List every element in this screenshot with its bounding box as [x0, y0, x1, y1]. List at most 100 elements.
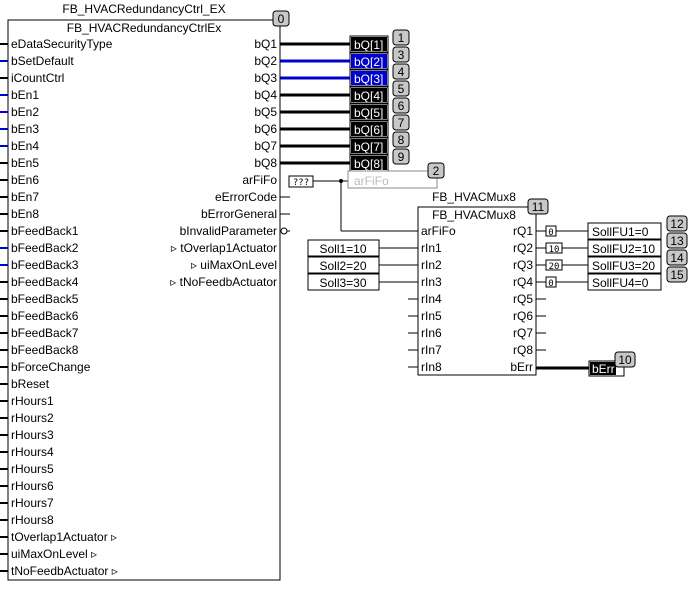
- negation-circle: [280, 227, 288, 235]
- main-input-pin-11: bFeedBack1: [11, 224, 79, 238]
- main-input-pin-5: bEn3: [11, 122, 39, 136]
- bq-box-1[interactable]: bQ[1]1: [349, 29, 410, 53]
- bq-box-fill: [351, 37, 387, 51]
- main-output-pin-13: ▹ uiMaxOnLevel: [191, 258, 277, 272]
- bq-box-fill: [351, 139, 387, 153]
- main-input-pin-19: bForceChange: [11, 360, 91, 374]
- muxout-badge: [666, 266, 688, 283]
- soll-box-frame: [307, 256, 380, 274]
- mux-block-frame: [417, 206, 537, 376]
- berr-label: bErr: [592, 362, 615, 376]
- soll-box-1[interactable]: Soll1=10: [307, 239, 380, 257]
- bq-label-8: bQ[8]: [354, 157, 383, 171]
- main-block-instance: FB_HVACRedundancyCtrl_EX: [62, 2, 225, 16]
- mux-input-pin-0: arFiFo: [421, 224, 456, 238]
- main-output-pin-1: bQ2: [254, 54, 277, 68]
- bq-label-2: bQ[2]: [354, 55, 383, 69]
- muxout-target-label: SollFU4=0: [592, 276, 649, 290]
- muxout-value-text: 0: [548, 228, 553, 238]
- bq-box-6[interactable]: bQ[6]7: [349, 114, 410, 138]
- bq-box-4[interactable]: bQ[4] 5: [349, 80, 410, 104]
- mux-block-type: FB_HVACMux8: [432, 208, 516, 222]
- arfifo-variable-label: arFiFo: [354, 174, 389, 188]
- bq-box-7[interactable]: bQ[7]8: [349, 131, 410, 155]
- muxout-value-2[interactable]: 10: [545, 242, 563, 255]
- mux-block-instance: FB_HVACMux8: [432, 190, 516, 204]
- bq-box-fill: [351, 122, 387, 136]
- berr-output-box[interactable]: bErr 10: [588, 351, 636, 377]
- muxout-value-4[interactable]: 0: [545, 276, 557, 289]
- main-input-pin-6: bEn4: [11, 139, 39, 153]
- bq-number-4: 5: [398, 82, 405, 96]
- bq-number-3: 4: [398, 65, 405, 79]
- bq-label-4: bQ[4]: [354, 89, 383, 103]
- muxout-value-3[interactable]: 20: [545, 259, 563, 272]
- muxout-target-frame: [587, 273, 662, 291]
- muxout-target-4[interactable]: SollFU4=0 15: [587, 266, 688, 291]
- main-input-pin-3: bEn1: [11, 88, 39, 102]
- mux-output-pin-5: rQ6: [513, 309, 533, 323]
- mux-output-pin-3: rQ4: [513, 275, 533, 289]
- mux-output-pin-7: rQ8: [513, 343, 533, 357]
- bq-badge: [392, 148, 410, 165]
- bq-badge: [392, 114, 410, 131]
- main-output-pin-10: bErrorGeneral: [201, 207, 277, 221]
- bq-box-fill: [351, 105, 387, 119]
- main-input-pin-18: bFeedBack8: [11, 343, 79, 357]
- soll-label-3: Soll3=30: [319, 276, 366, 290]
- main-output-pin-12: ▹ tOverlap1Actuator: [171, 241, 277, 255]
- arfifo-variable-number: 2: [433, 164, 440, 178]
- bq-box-2[interactable]: bQ[2]3: [349, 46, 410, 70]
- bq-box-fill: [351, 71, 387, 85]
- bq-box-3[interactable]: bQ[3]4: [349, 63, 410, 87]
- main-input-pin-31: tNoFeedbActuator ▹: [11, 564, 118, 578]
- muxout-badge: [666, 232, 688, 249]
- muxout-target-label: SollFU2=10: [592, 242, 655, 256]
- bq-box-5[interactable]: bQ[5]6: [349, 97, 410, 121]
- muxout-target-frame: [587, 256, 662, 274]
- bq-badge: [392, 29, 410, 46]
- bq-output-boxes: bQ[1]1bQ[2]3bQ[3]4 bQ[4] 5bQ[5]6bQ[6]7bQ[7…: [349, 29, 410, 172]
- muxout-value-1[interactable]: 0: [545, 225, 557, 238]
- bq-box-fill: [351, 88, 387, 102]
- main-function-block[interactable]: FB_HVACRedundancyCtrl_EX FB_HVACRedundan…: [0, 2, 290, 581]
- muxout-number: 15: [670, 268, 684, 282]
- main-input-pin-17: bFeedBack7: [11, 326, 79, 340]
- main-block-inputs: eDataSecurityTypebSetDefaultiCountCtrlbE…: [0, 37, 118, 578]
- main-input-pin-0: eDataSecurityType: [11, 37, 113, 51]
- muxout-target-frame: [587, 239, 662, 257]
- arfifo-value-box[interactable]: ???: [288, 175, 314, 188]
- soll-box-3[interactable]: Soll3=30: [307, 273, 380, 291]
- arfifo-variable-box[interactable]: arFiFo 2: [347, 162, 445, 189]
- muxout-value-frame: [545, 259, 563, 271]
- bq-box-fill: [351, 54, 387, 68]
- main-input-pin-16: bFeedBack6: [11, 309, 79, 323]
- main-input-pin-25: rHours5: [11, 462, 54, 476]
- soll-box-2[interactable]: Soll2=20: [307, 256, 380, 274]
- main-block-frame: [7, 19, 281, 581]
- main-output-pin-11: bInvalidParameter: [180, 224, 277, 238]
- main-input-pin-13: bFeedBack3: [11, 258, 79, 272]
- mux-input-pin-2: rIn2: [421, 258, 442, 272]
- bq-number-5: 6: [398, 99, 405, 113]
- muxout-value-text: 20: [549, 262, 560, 272]
- main-input-pin-15: bFeedBack5: [11, 292, 79, 306]
- mux-input-pin-5: rIn5: [421, 309, 442, 323]
- mux-function-block[interactable]: FB_HVACMux8 FB_HVACMux8 11 arFiForIn1rIn…: [408, 190, 549, 376]
- main-input-pin-27: rHours7: [11, 496, 54, 510]
- main-output-pin-8: arFiFo: [242, 173, 277, 187]
- soll-box-frame: [307, 239, 380, 257]
- muxout-number: 12: [670, 217, 684, 231]
- mux-output-pin-1: rQ2: [513, 241, 533, 255]
- bq-box-8[interactable]: bQ[8]9: [349, 148, 410, 172]
- main-output-pin-3: bQ4: [254, 88, 277, 102]
- muxout-target-1[interactable]: SollFU1=012: [587, 215, 688, 240]
- main-input-pin-10: bEn8: [11, 207, 39, 221]
- main-input-pin-28: rHours8: [11, 513, 54, 527]
- mux-output-pin-4: rQ5: [513, 292, 533, 306]
- main-input-pin-1: bSetDefault: [11, 54, 74, 68]
